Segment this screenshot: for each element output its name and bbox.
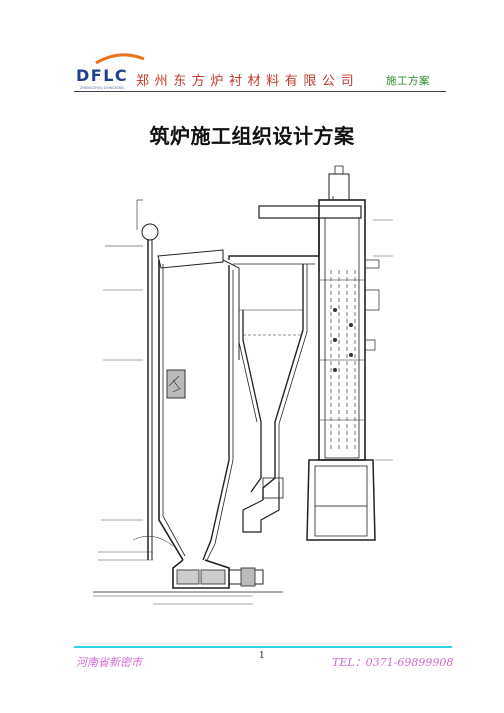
footer-phone: TEL：0371-69899908: [332, 656, 454, 669]
footer-location: 河南省新密市: [76, 656, 142, 669]
shaft-base: [306, 459, 376, 541]
furnace-drawing: [93, 165, 393, 605]
header-divider: [74, 91, 446, 92]
crossover-duct: [228, 218, 320, 260]
company-logo: DFLC: [76, 66, 129, 85]
furnace-bottom: [172, 559, 230, 589]
page-number: 1: [259, 651, 265, 661]
shaft-outer-wall: [318, 199, 366, 461]
top-crossover: [258, 205, 362, 219]
furnace-roof: [157, 249, 224, 269]
page-header: DFLC ZHENGZHOU DONGFANG 郑州东方炉衬材料有限公司 施工方…: [0, 0, 504, 100]
document-type-label: 施工方案: [386, 75, 430, 87]
logo-subtext: ZHENGZHOU DONGFANG: [80, 86, 125, 90]
shaft-top-cap: [328, 173, 350, 201]
page-title: 筑炉施工组织设计方案: [149, 124, 355, 148]
logo-swoosh-icon: [95, 53, 145, 65]
cyclone-left-wall: [242, 310, 262, 493]
chimney-cap-circle: [141, 223, 159, 241]
furnace-right-wall: [202, 265, 230, 561]
furnace-left-wall: [158, 260, 184, 561]
footer-divider: [74, 646, 452, 648]
cyclone-right-wall: [262, 264, 304, 500]
company-name: 郑州东方炉衬材料有限公司: [136, 74, 360, 89]
